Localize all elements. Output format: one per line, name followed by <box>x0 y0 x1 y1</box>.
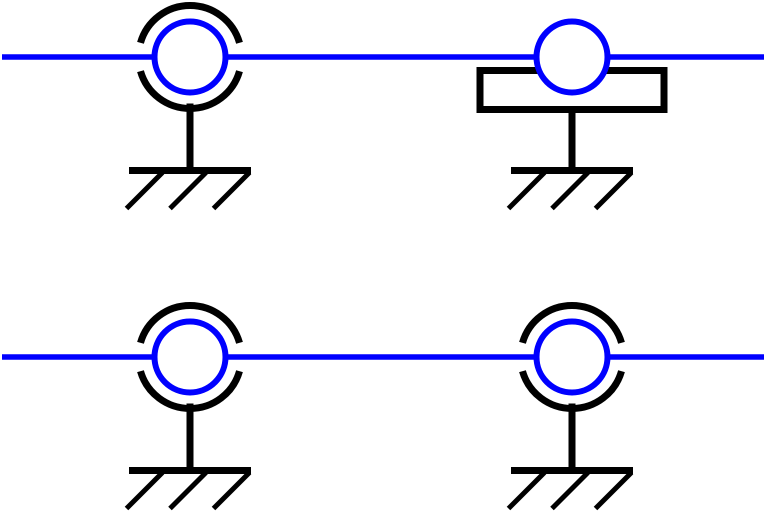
ground-hatch <box>168 170 208 211</box>
ground-hatch <box>550 470 590 511</box>
ground-hatch <box>506 170 547 211</box>
housing-arc-lower <box>137 370 243 412</box>
ground-hatch <box>550 170 590 211</box>
bearing-bottom-right <box>506 302 634 511</box>
housing-arc-lower <box>137 70 243 112</box>
housing-arc-upper <box>137 2 243 44</box>
journal-circle <box>151 318 229 396</box>
ground-hatch <box>168 470 208 511</box>
bearing-bottom-left <box>124 302 252 511</box>
ground-hatch <box>593 170 634 211</box>
housing-arc-upper <box>137 302 243 344</box>
ground-hatch <box>211 470 252 511</box>
ground-hatch <box>124 170 165 211</box>
ground-hatch <box>506 470 547 511</box>
journal-circle <box>533 18 611 96</box>
ground-hatch <box>211 170 252 211</box>
bearing-top-left <box>124 2 252 211</box>
journal-circle <box>151 18 229 96</box>
ground-hatch <box>593 470 634 511</box>
housing-arc-lower <box>519 370 625 412</box>
journal-circle <box>533 318 611 396</box>
ground-hatch <box>124 470 165 511</box>
housing-arc-upper <box>519 302 625 344</box>
